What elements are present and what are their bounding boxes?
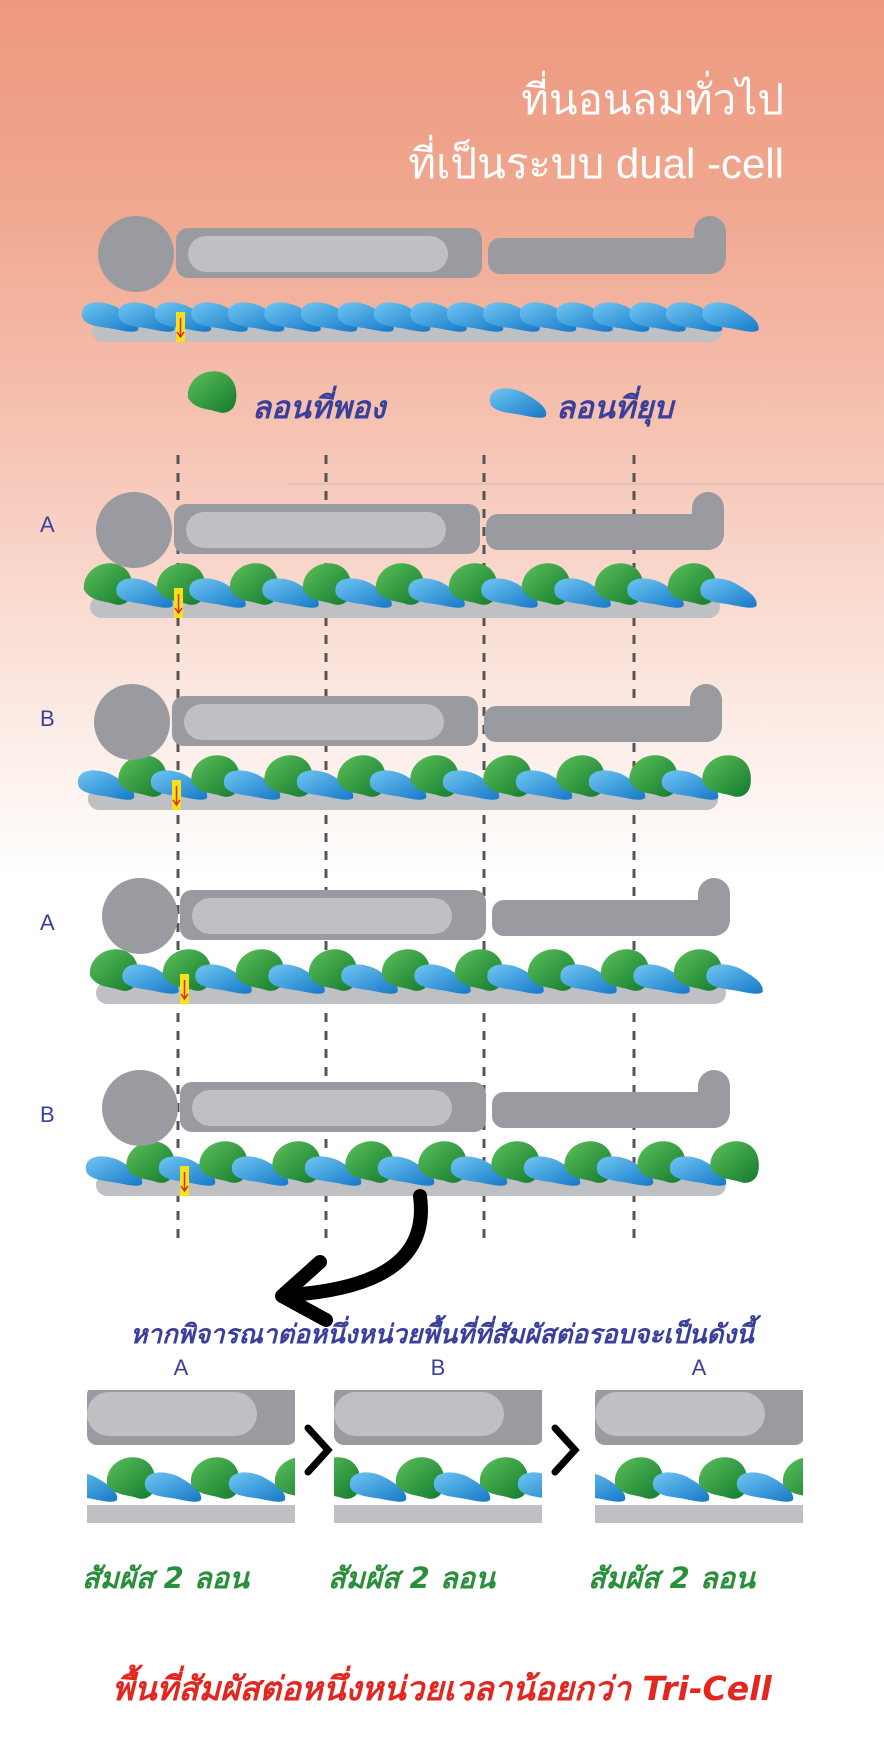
row-label: A: [40, 910, 55, 935]
legs: [484, 706, 718, 742]
feet: [698, 878, 730, 936]
legs: [492, 1092, 726, 1128]
legs: [492, 900, 726, 936]
panel-base: [595, 1505, 803, 1523]
panel-caption: สัมผัส 2 ลอน: [328, 1561, 495, 1595]
feet: [690, 684, 722, 742]
head: [94, 684, 170, 760]
panel-label: B: [430, 1355, 446, 1380]
head: [98, 216, 174, 292]
row-figure: [89, 878, 763, 1004]
conclusion-text: พื้นที่สัมผัสต่อหนึ่งหน่วยเวลาน้อยกว่า T…: [112, 1669, 772, 1708]
legend-label-inflated: ลอนที่พอง: [252, 390, 386, 426]
chevron-right-icon: [304, 1424, 333, 1476]
legs: [488, 238, 722, 274]
row-figure: [83, 492, 757, 618]
row-figure: [85, 1070, 759, 1196]
panel-caption: สัมผัส 2 ลอน: [588, 1561, 755, 1595]
pressure-arrow: [174, 594, 183, 615]
arm: [188, 236, 448, 272]
pressure-arrow: [180, 980, 189, 1001]
feet: [698, 1070, 730, 1128]
arm: [192, 898, 452, 934]
panel-base: [87, 1505, 295, 1523]
panel-arm: [87, 1392, 257, 1436]
row-label: B: [40, 1102, 55, 1127]
curved-arrow-head: [275, 1255, 333, 1327]
title-line-1: ที่นอนลมทั่วไป: [521, 76, 784, 123]
legend-label-deflated: ลอนที่ยุบ: [556, 390, 674, 426]
detail-panel: [334, 1390, 542, 1523]
pressure-arrow: [172, 786, 181, 807]
panel-label: A: [173, 1355, 189, 1380]
arm: [186, 512, 446, 548]
head: [102, 878, 178, 954]
pressure-arrow: [180, 1172, 189, 1193]
row-label: B: [40, 706, 55, 731]
panel-arm: [595, 1392, 765, 1436]
row-figure: [77, 684, 751, 810]
head: [102, 1070, 178, 1146]
top-figure-all-deflated: [81, 216, 759, 342]
arm: [192, 1090, 452, 1126]
row-label: A: [40, 512, 55, 537]
title-line-2: ที่เป็นระบบ dual -cell: [408, 140, 784, 187]
detail-panel: [87, 1390, 295, 1523]
pressure-arrow: [176, 318, 185, 339]
deflated-cell: [489, 388, 547, 418]
head: [96, 492, 172, 568]
chevron-right-icon: [551, 1424, 580, 1476]
detail-panel: [595, 1390, 803, 1523]
deflated-cell: [517, 1472, 542, 1502]
curved-arrow: [283, 1189, 428, 1302]
panel-base: [334, 1505, 542, 1523]
panel-caption: สัมผัส 2 ลอน: [82, 1561, 249, 1595]
panel-arm: [334, 1392, 504, 1436]
panel-label: A: [691, 1355, 707, 1380]
cycle-rows: [77, 492, 763, 1196]
inflated-cell: [187, 371, 237, 413]
detail-panels: [87, 1390, 803, 1523]
feet: [692, 492, 724, 550]
feet: [694, 216, 726, 274]
question-text: หากพิจารณาต่อหนึ่งหน่วยพื้นที่ที่สัมผัสต…: [130, 1320, 754, 1350]
arm: [184, 704, 444, 740]
legs: [486, 514, 720, 550]
